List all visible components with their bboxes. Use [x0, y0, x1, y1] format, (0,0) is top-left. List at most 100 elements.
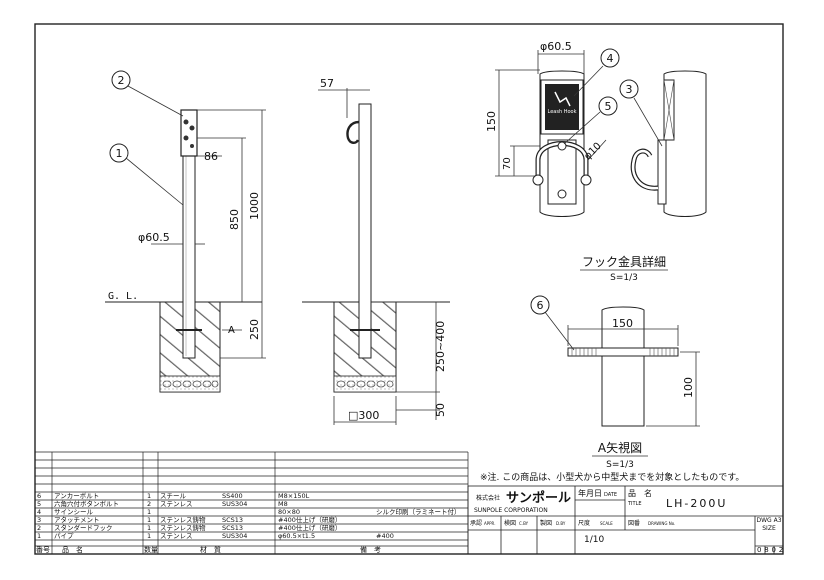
parts-cell-size: M8×150L: [278, 492, 310, 500]
section-a-scale: S=1/3: [606, 460, 634, 470]
balloon-2: [111, 70, 131, 90]
parts-cell-remark: シルク印刷（ラミネート付）: [376, 507, 461, 516]
balloon-3: [619, 79, 639, 99]
parts-cell-material: ステンレス: [160, 500, 193, 508]
drawn-label: 製図: [540, 519, 552, 527]
dim-diameter-front: φ60.5: [138, 231, 170, 244]
hook-detail-title: フック金具詳細: [582, 254, 666, 269]
parts-cell-name: パイプ: [54, 532, 74, 540]
scale-label: 尺度: [578, 519, 590, 527]
hook-side: [346, 120, 360, 144]
dim-height-850: 850: [228, 209, 241, 230]
hook-detail-view: φ60.5 150 70 Leash Hook φ10 4 5: [485, 40, 707, 283]
hook-attachment-front: [180, 109, 198, 157]
dim-hook-dia: φ10: [582, 141, 603, 162]
parts-list-header: 番号 品 名 数量 材 質 備 考: [36, 545, 381, 554]
company-name: サンポール: [506, 490, 571, 506]
balloon-4-label: 4: [607, 52, 614, 65]
parts-cell-name: アタッチメント: [54, 515, 100, 524]
parts-cell-qty: 1: [147, 524, 151, 532]
parts-cell-qty: 1: [147, 532, 151, 540]
dim-embed-range: 250~400: [434, 321, 447, 372]
scale-sub: SCALE: [600, 521, 613, 526]
balloon-6: [530, 295, 550, 315]
balloon-5: [598, 96, 618, 116]
sheet-no: 0802: [757, 546, 786, 554]
pipe-side: [358, 103, 372, 359]
anchor-bolt-section: [567, 347, 679, 357]
parts-cell-name: アンカーボルト: [54, 492, 99, 500]
parts-cell-name: 六角穴付ボタンボルト: [54, 499, 119, 508]
balloon-6-label: 6: [537, 299, 544, 312]
parts-cell-material: スチール: [160, 492, 187, 500]
parts-cell-spec: SCS13: [222, 516, 243, 524]
product-sub: TITLE: [627, 501, 642, 507]
parts-cell-no: 6: [37, 492, 41, 500]
product-name: LH-200U: [666, 497, 727, 510]
dim-base-width: □300: [348, 409, 379, 422]
parts-cell-material: ステンレス鋳物: [160, 515, 206, 524]
gl-label: G. L.: [108, 291, 138, 302]
parts-cell-spec: SUS304: [222, 500, 247, 508]
drawing-no-label: 図番: [628, 520, 640, 527]
hook-side-detail: [630, 148, 659, 191]
parts-cell-material: ステンレス: [160, 532, 193, 540]
parts-cell-no: 3: [37, 516, 41, 524]
parts-cell-size: φ60.5×t1.5: [278, 532, 315, 540]
section-marker-a: A: [228, 325, 235, 336]
parts-cell-size: #400仕上げ（研磨）: [278, 523, 341, 532]
parts-cell-material: ステンレス鋳物: [160, 523, 206, 532]
parts-cell-qty: 1: [147, 492, 151, 500]
hook-detail-attachment: [547, 139, 577, 205]
section-a-view: 150 100 6 A矢視図 S=1/3: [530, 295, 700, 470]
parts-cell-name: スタンダードフック: [54, 523, 113, 532]
parts-cell-size: M8: [278, 500, 288, 508]
front-view: G. L. 86 1000 850: [105, 70, 266, 393]
company-en: SUNPOLE CORPORATION: [474, 507, 548, 514]
parts-cell-name: サインシール: [54, 508, 94, 516]
dim-detail-70: 70: [502, 157, 513, 170]
parts-cell-no: 5: [37, 500, 41, 508]
checked-label: 検図: [504, 519, 516, 527]
date-sub: DATE: [604, 492, 617, 498]
parts-cell-spec: SUS304: [222, 532, 247, 540]
balloon-2-label: 2: [118, 74, 125, 87]
parts-cell-size: #400仕上げ（研磨）: [278, 515, 341, 524]
parts-cell-spec: SS400: [222, 492, 243, 500]
scale-value: 1/10: [584, 535, 604, 545]
drawing-no-sub: DRAWING No.: [648, 521, 675, 526]
dim-flange: 86: [204, 150, 218, 163]
sign-text: Leash Hook: [548, 109, 577, 115]
dim-height-1000: 1000: [248, 192, 261, 220]
parts-cell-spec: SCS13: [222, 524, 243, 532]
company-prefix: 株式会社: [476, 494, 500, 502]
header-remark: 備 考: [360, 545, 381, 554]
drawing-frame: [34, 23, 784, 555]
hook-side-attachment: [657, 139, 667, 205]
title-block-text: 株式会社 サンポール SUNPOLE CORPORATION 年月日 DATE …: [470, 488, 786, 554]
title-block: [467, 485, 784, 555]
parts-cell-no: 2: [37, 524, 41, 532]
dim-section-150: 150: [612, 317, 633, 330]
header-name: 品 名: [62, 545, 83, 554]
header-material: 材 質: [200, 545, 221, 554]
parts-cell-size: 80×80: [278, 508, 300, 516]
dim-base-depth: 50: [434, 403, 447, 417]
appr-sub: APPR.: [484, 521, 495, 526]
dim-detail-diameter: φ60.5: [540, 40, 572, 53]
parts-cell-no: 4: [37, 508, 41, 516]
usage-note: ※注. この商品は、小型犬から中型犬までを対象としたものです。: [480, 471, 744, 483]
balloon-3-label: 3: [626, 83, 633, 96]
balloon-1: [109, 143, 129, 163]
parts-cell-qty: 1: [147, 508, 151, 516]
dim-detail-150: 150: [485, 111, 498, 132]
dwg-size: DWG A3 SIZE: [756, 517, 782, 532]
balloon-1-label: 1: [116, 147, 123, 160]
side-view: 57 250~400 50 □300: [302, 77, 450, 425]
header-no: 番号: [36, 546, 50, 554]
appr-label: 承認: [470, 519, 482, 527]
balloon-4: [600, 48, 620, 68]
date-label: 年月日: [578, 488, 602, 498]
product-label: 品 名: [628, 488, 652, 498]
